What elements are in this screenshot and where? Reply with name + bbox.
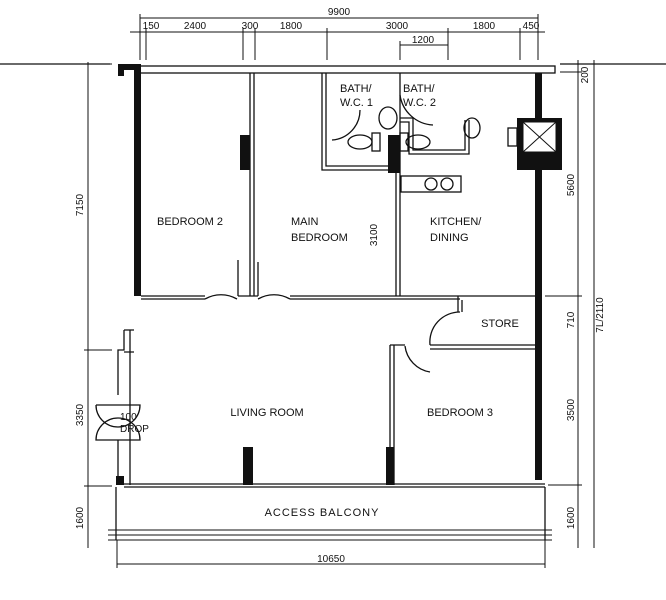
dim-right: 5600 — [566, 173, 577, 196]
label-bedroom-3: BEDROOM 3 — [427, 407, 493, 419]
dim-top: 300 — [242, 21, 259, 32]
dim-right: 200 — [580, 66, 591, 83]
label-drop: 100 — [120, 412, 137, 423]
dim-top: 450 — [523, 21, 540, 32]
dim-top: 2400 — [184, 21, 207, 32]
dim-inner: 3100 — [369, 223, 380, 246]
dim-right: 710 — [566, 311, 577, 328]
label-main-bedroom: MAIN — [291, 216, 319, 228]
label-access-balcony: ACCESS BALCONY — [265, 507, 380, 519]
dim-top-sub: 1200 — [412, 35, 435, 46]
dim-top: 1800 — [280, 21, 303, 32]
bottom-dimension: 10650 3100 — [116, 223, 546, 568]
dim-left: 3350 — [75, 403, 86, 426]
label-main-bedroom: BEDROOM — [291, 232, 348, 244]
label-kitchen: DINING — [430, 232, 469, 244]
label-bath-1: W.C. 1 — [340, 97, 373, 109]
dim-left: 1600 — [75, 506, 86, 529]
dim-top-total: 9900 — [328, 7, 351, 18]
dim-right: 1600 — [566, 506, 577, 529]
label-bath-1: BATH/ — [340, 83, 373, 95]
dim-top: 3000 — [386, 21, 409, 32]
room-labels: BEDROOM 2 MAIN BEDROOM BATH/ W.C. 1 BATH… — [120, 83, 519, 519]
dim-top: 1800 — [473, 21, 496, 32]
label-bedroom-2: BEDROOM 2 — [157, 216, 223, 228]
label-drop: DROP — [120, 424, 149, 435]
dim-left: 7150 — [75, 193, 86, 216]
dim-top: 150 — [143, 21, 160, 32]
label-kitchen: KITCHEN/ — [430, 216, 482, 228]
label-bath-2: W.C. 2 — [403, 97, 436, 109]
label-store: STORE — [481, 318, 519, 330]
dim-bottom: 10650 — [317, 554, 345, 565]
left-dimensions: 7150 3350 1600 — [75, 62, 112, 548]
label-bath-2: BATH/ — [403, 83, 436, 95]
right-dimensions: 200 5600 710 3500 1600 7L/2110 — [545, 60, 606, 548]
top-dimensions: 9900 150 2400 300 1800 3000 1800 450 120… — [130, 7, 545, 60]
dim-right: 3500 — [566, 398, 577, 421]
label-living-room: LIVING ROOM — [230, 407, 303, 419]
walls — [0, 63, 666, 541]
dim-right-outer: 7L/2110 — [595, 297, 606, 333]
